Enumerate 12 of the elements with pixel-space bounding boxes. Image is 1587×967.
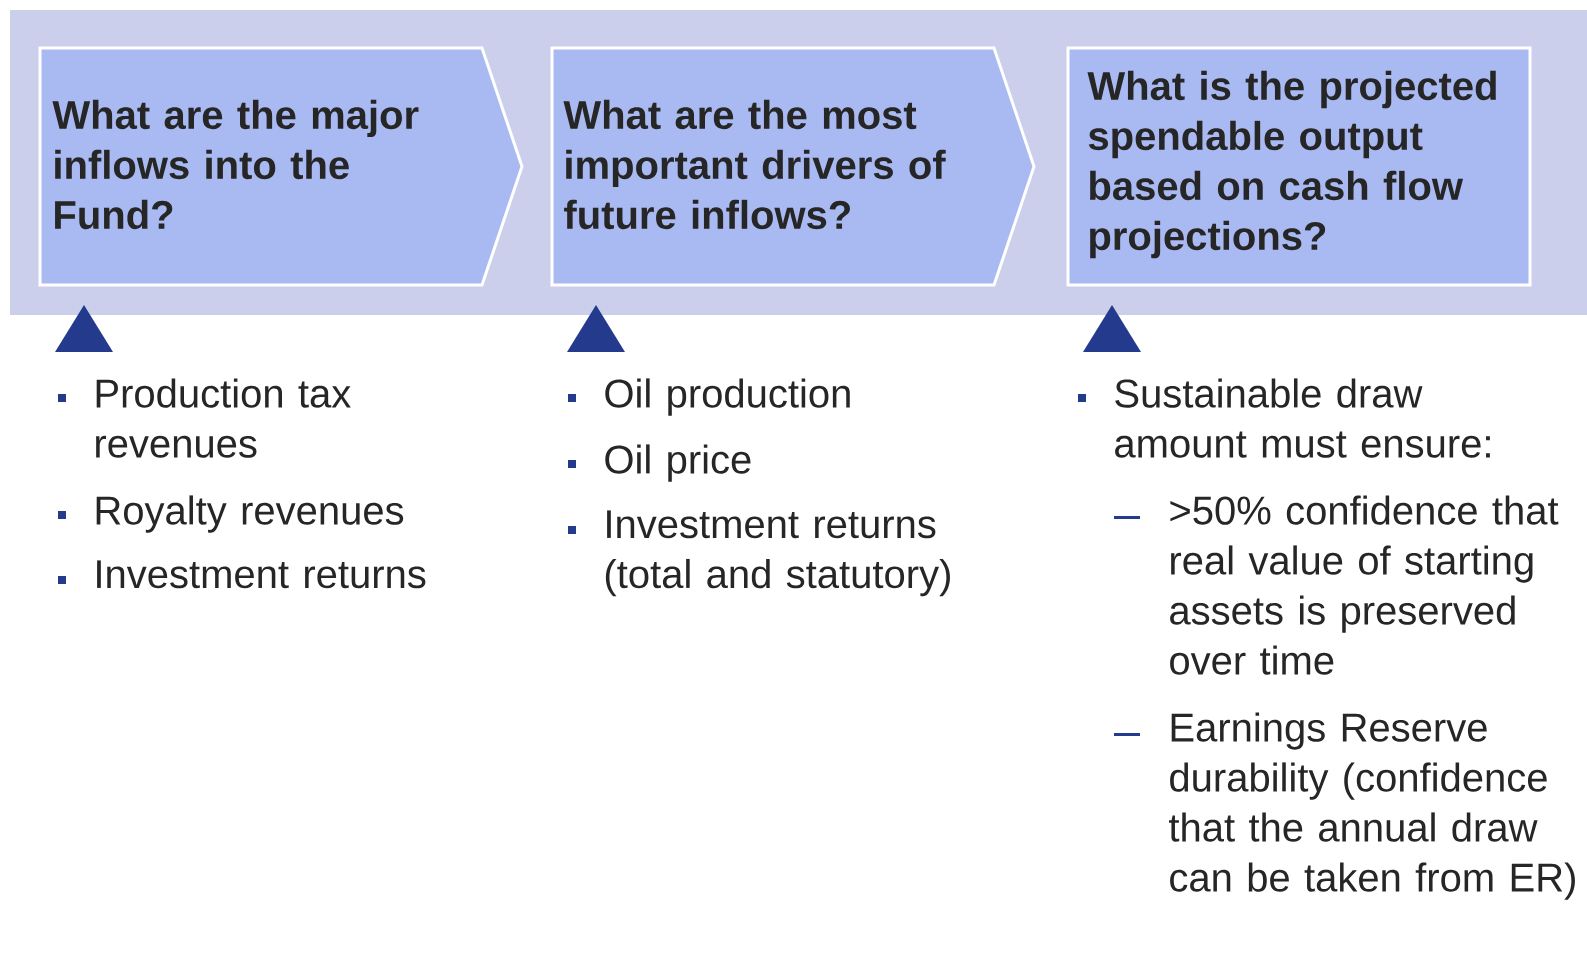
- chevron-box: What are the major inflows into the Fund?: [38, 46, 524, 287]
- list-item: Royalty revenues: [96, 495, 404, 533]
- list-item: Investment returns: [97, 560, 426, 589]
- question-box: What is the projected spendable output based on cash flow projections?: [1066, 46, 1532, 287]
- list-item: Sustainable draw amount must ensure:: [1115, 378, 1490, 458]
- list-item: Production tax revenues: [96, 378, 351, 458]
- list-item: >50% confidence that real value of starting assets is preserved over time: [1170, 495, 1559, 675]
- chevron-box: What are the most important drivers of future inflows?: [550, 46, 1036, 287]
- list-item: Investment returns (total and statutory): [605, 510, 950, 597]
- list-item: Earnings Reserve durability (confidence that the annual draw can be taken from ER): [1169, 712, 1575, 900]
- list-item: Oil price: [605, 444, 751, 482]
- list-item: Oil production: [605, 378, 850, 416]
